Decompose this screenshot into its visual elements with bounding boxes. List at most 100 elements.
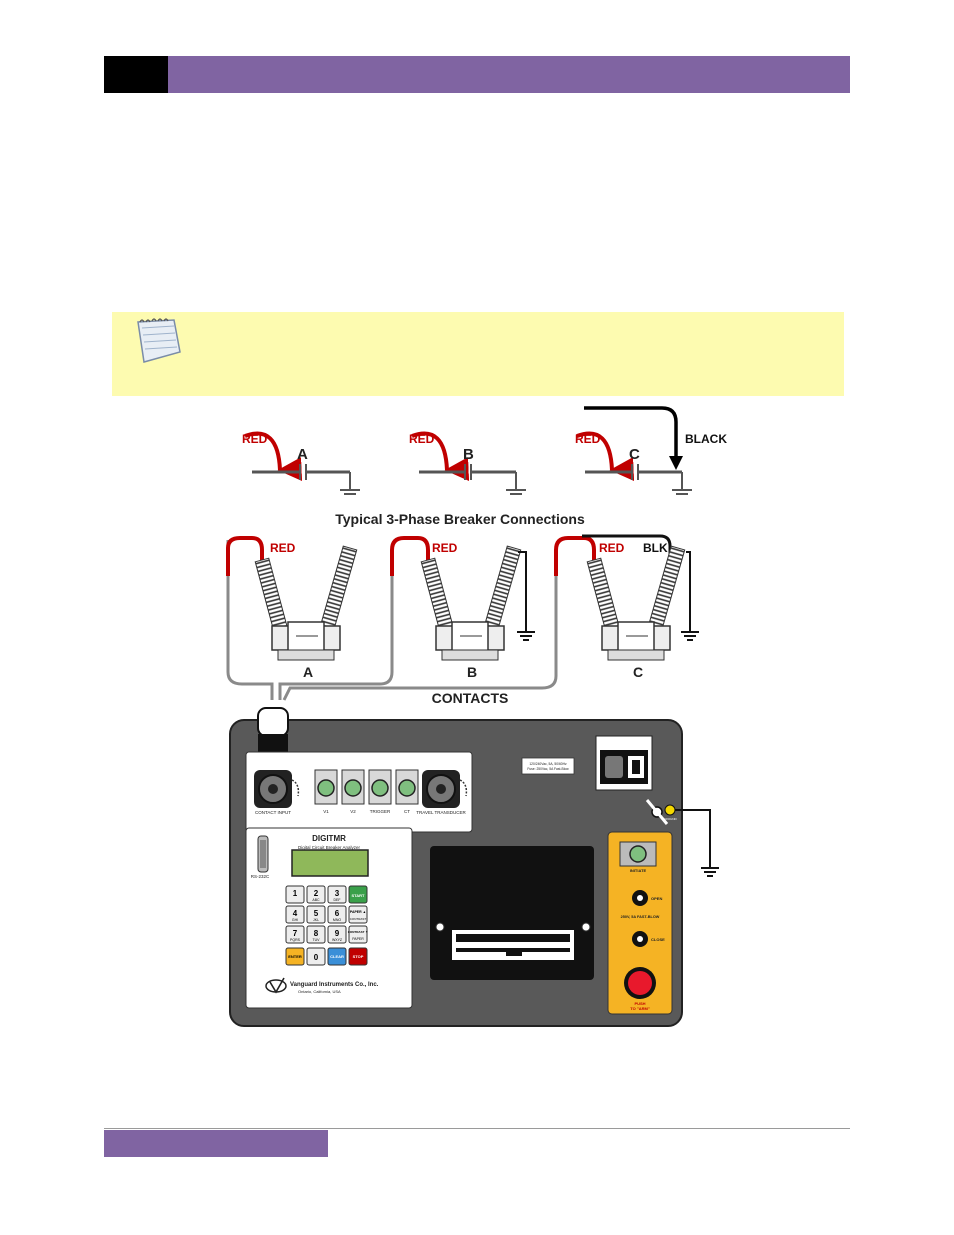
phase-a-red-label: RED [242,432,268,446]
header-page-number-box [104,56,168,93]
footer-bar [104,1130,328,1157]
breaker-b-red-label: RED [432,541,458,555]
open-label: OPEN [651,896,662,901]
v2-connector[interactable] [341,769,365,805]
thermal-printer [430,846,594,980]
breaker-c: C [586,545,699,680]
header-title-bar [168,56,850,93]
phase-b-schematic: RED B [409,431,526,495]
ground-label: GROUND [663,817,677,821]
initiate-label: INITIATE [630,868,647,873]
svg-text:DEF: DEF [334,898,341,902]
phase-a-label: A [297,446,308,463]
paper-down-key[interactable]: CONTRAST ▼ PAPER [348,925,368,944]
phase-c-label: C [629,446,640,463]
open-terminal[interactable] [632,890,648,906]
ct-connector[interactable] [395,769,419,805]
arm-button[interactable] [624,967,656,999]
svg-text:MNO: MNO [333,918,341,922]
fuse-label: 250V, 5A FAST-BLOW [621,915,660,919]
company-name: Vanguard Instruments Co., Inc. [290,982,379,988]
svg-text:0: 0 [314,953,319,962]
stop-key[interactable]: STOP [348,947,368,966]
svg-text:PQRS: PQRS [290,938,301,942]
key-0[interactable]: 0 [306,947,326,966]
v2-label: V2 [350,809,356,814]
clear-key[interactable]: CLEAR [327,947,347,966]
v1-label: V1 [323,809,329,814]
key-1[interactable]: 1 [285,885,305,904]
vanguard-logo [265,977,287,994]
rs232-label: RS-232C [251,874,270,879]
phase-a-schematic: RED A [242,431,360,495]
svg-text:2: 2 [314,889,319,898]
arm-label-1: PUSH [634,1001,645,1006]
svg-text:3: 3 [335,889,340,898]
v1-connector[interactable] [314,769,338,805]
breaker-c-label: C [633,664,643,680]
fuse-rating-label: Fuse: 250Vac, 5A Fast-Blow [527,767,569,771]
svg-text:GHI: GHI [292,918,298,922]
breaker-b: B [420,545,535,680]
model-subtitle: Digital Circuit Breaker Analyzer [298,845,361,850]
enter-key[interactable]: ENTER [285,947,305,966]
breaker-c-red-label: RED [599,541,625,555]
svg-text:PAPER ▲: PAPER ▲ [350,910,366,914]
initiate-connector[interactable] [619,841,657,867]
ground-terminal[interactable] [645,799,676,825]
control-panel: INITIATE OPEN 250V, 5A FAST-BLOW CLOSE P… [607,831,673,1015]
model-name: DIGITMR [312,834,346,843]
close-terminal[interactable] [632,931,648,947]
note-box [112,312,844,396]
phase-b-label: B [463,446,474,463]
phase-c-schematic: RED C BLACK [575,406,727,495]
svg-text:CONTRAST ▼: CONTRAST ▼ [348,930,368,934]
contact-input-connector[interactable] [254,770,300,808]
power-rating-label: 120/240Vac, 5A, 50/60Hz [529,762,567,766]
breaker-a: A [254,545,358,680]
contact-input-label: CONTACT INPUT [255,810,291,815]
svg-text:ABC: ABC [312,898,320,902]
travel-transducer-label: TRAVEL TRANSDUCER [416,810,466,815]
svg-text:4: 4 [293,909,298,918]
trigger-label: TRIGGER [370,809,391,814]
breaker-c-blk-label: BLK [643,541,668,555]
notepad-icon [137,318,181,363]
svg-text:START: START [351,893,365,898]
svg-text:6: 6 [335,909,340,918]
diagram-title: Typical 3-Phase Breaker Connections [335,511,585,527]
breaker-a-label: A [303,664,313,680]
arm-label-2: TO "ARM" [630,1006,650,1011]
rs232-port[interactable] [257,835,269,873]
svg-text:1: 1 [293,889,298,898]
digitmr-device: CONTACT INPUT V1 V2 TRIGGER CT TRA [229,707,719,1027]
trigger-connector[interactable] [368,769,392,805]
svg-text:5: 5 [314,909,319,918]
power-inlet[interactable] [595,735,653,791]
footer-rule [104,1128,850,1129]
breaker-section: RED RED RED BLK A B [226,534,699,706]
svg-text:STOP: STOP [353,954,364,959]
phase-c-black-label: BLACK [685,432,727,446]
breaker-b-label: B [467,664,477,680]
travel-transducer-connector[interactable] [422,770,468,808]
svg-text:WXYZ: WXYZ [332,938,343,942]
contacts-label: CONTACTS [432,690,509,706]
start-key[interactable]: START [348,885,368,904]
paper-up-key[interactable]: PAPER ▲CONTRAST [348,905,368,924]
svg-text:PAPER: PAPER [352,937,364,941]
company-location: Ontario, California, USA [298,989,341,994]
lcd-display [291,849,369,877]
close-label: CLOSE [651,937,665,942]
breaker-a-red-label: RED [270,541,296,555]
phase-c-red-label: RED [575,432,601,446]
